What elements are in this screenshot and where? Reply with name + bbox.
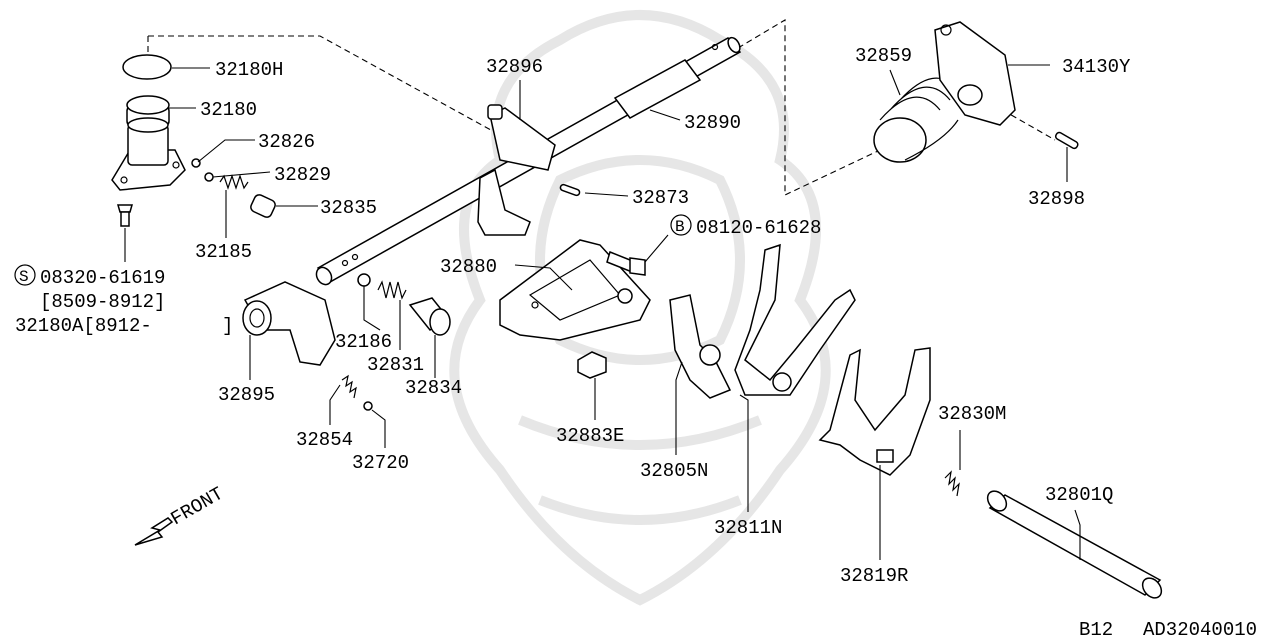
footer-code: AD32040010 bbox=[1143, 619, 1257, 638]
label-32185: 32185 bbox=[195, 241, 252, 263]
ball-32829 bbox=[204, 172, 214, 182]
ball-32826 bbox=[191, 158, 201, 168]
label-32880: 32880 bbox=[440, 256, 497, 278]
b-symbol: B bbox=[675, 218, 685, 236]
label-34130y: 34130Y bbox=[1062, 56, 1131, 78]
front-label: FRONT bbox=[167, 483, 227, 531]
lever-32896 bbox=[477, 104, 556, 236]
pin-32873 bbox=[559, 183, 581, 197]
label-32811n: 32811N bbox=[714, 517, 782, 539]
spring-32859 bbox=[873, 77, 959, 163]
label-32859: 32859 bbox=[855, 45, 912, 67]
label-32186: 32186 bbox=[335, 331, 392, 353]
spring-32831 bbox=[377, 280, 407, 300]
label-32895: 32895 bbox=[218, 384, 275, 406]
ball-32186 bbox=[357, 273, 371, 287]
label-08120-61628: 08120-61628 bbox=[696, 217, 821, 239]
fork-32805n bbox=[669, 294, 732, 399]
dashed-guide-top bbox=[148, 35, 501, 136]
label-32180a: 32180A[8912- bbox=[15, 315, 152, 337]
housing-32180a bbox=[111, 117, 186, 191]
label-32835: 32835 bbox=[320, 197, 377, 219]
label-08320-61619: 08320-61619 bbox=[40, 267, 165, 289]
label-32831: 32831 bbox=[367, 354, 424, 376]
pin-32898 bbox=[1054, 131, 1079, 150]
front-arrow-icon bbox=[134, 517, 174, 546]
dashed-guide-right bbox=[737, 19, 881, 196]
fork-32819r bbox=[818, 347, 931, 476]
label-32829: 32829 bbox=[274, 164, 331, 186]
label-32801q: 32801Q bbox=[1045, 484, 1113, 506]
spring-32830m bbox=[944, 470, 960, 497]
label-32830m: 32830M bbox=[938, 403, 1006, 425]
lever-34130y bbox=[934, 21, 1016, 126]
bolt-08320 bbox=[117, 204, 133, 227]
label-32873: 32873 bbox=[632, 187, 689, 209]
rod-32801q bbox=[986, 490, 1163, 599]
label-32890: 32890 bbox=[684, 112, 741, 134]
label-8509-8912: [8509-8912] bbox=[40, 291, 165, 313]
plate-32880 bbox=[499, 239, 651, 341]
ball-32720 bbox=[363, 401, 373, 411]
label-32854: 32854 bbox=[296, 429, 353, 451]
spring-32854 bbox=[341, 374, 357, 399]
label-32898: 32898 bbox=[1028, 188, 1085, 210]
leader-lines bbox=[124, 64, 1081, 560]
plug-32835 bbox=[250, 194, 276, 218]
cap-32180h bbox=[122, 54, 172, 80]
label-32720: 32720 bbox=[352, 452, 409, 474]
label-32180: 32180 bbox=[200, 99, 257, 121]
label-32819r: 32819R bbox=[840, 565, 908, 587]
s-symbol: S bbox=[19, 268, 29, 286]
label-32805n: 32805N bbox=[640, 460, 708, 482]
bolt-08120 bbox=[606, 250, 646, 276]
s-circle-icon bbox=[14, 264, 36, 286]
label-32180a-close: ] bbox=[222, 315, 233, 337]
label-32826: 32826 bbox=[258, 131, 315, 153]
fork-32811n bbox=[734, 243, 856, 396]
label-32896: 32896 bbox=[486, 56, 543, 78]
bracket-32895 bbox=[242, 281, 336, 366]
plug-32834 bbox=[408, 297, 451, 336]
footer-group: B12 bbox=[1079, 619, 1113, 638]
label-32180h: 32180H bbox=[215, 59, 283, 81]
block-32883e bbox=[577, 351, 607, 379]
label-32834: 32834 bbox=[405, 377, 462, 399]
label-32883e: 32883E bbox=[556, 425, 624, 447]
b-circle-icon bbox=[670, 214, 692, 236]
spring-32185 bbox=[219, 174, 249, 190]
